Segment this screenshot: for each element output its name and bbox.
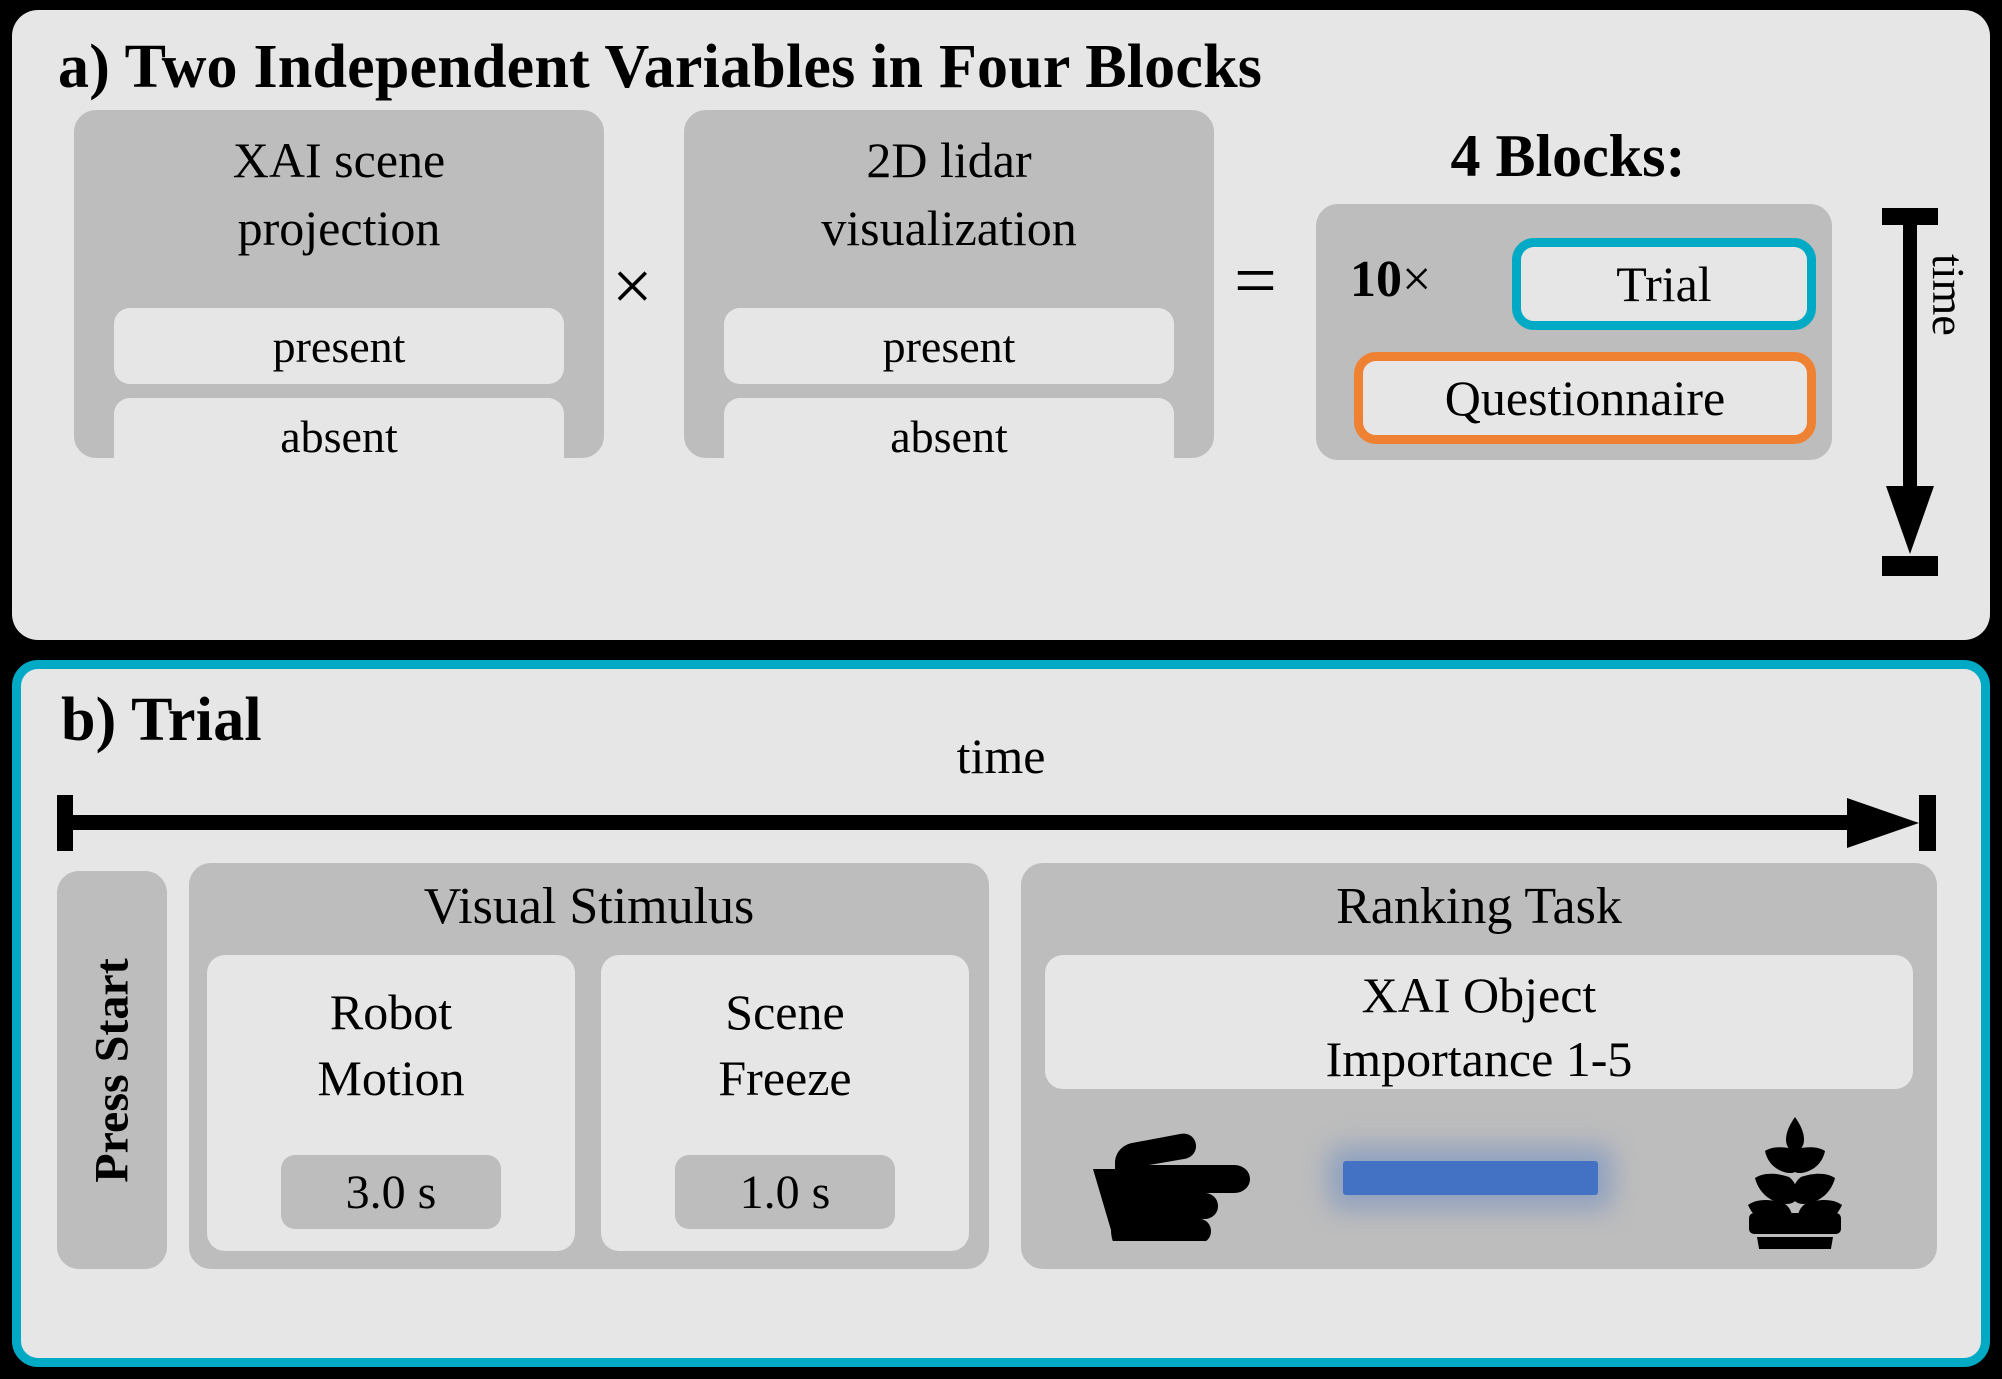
iv-column-1-level-absent: absent — [114, 398, 564, 474]
press-start-label: Press Start — [85, 957, 139, 1183]
panel-b-title: b) Trial — [61, 686, 262, 754]
ranking-task-block: Ranking Task XAI Object Importance 1-5 — [1021, 863, 1937, 1269]
rank-slider-bar[interactable] — [1343, 1161, 1598, 1195]
iv-column-2-level-present: present — [724, 308, 1174, 384]
press-start-label-wrap: Press Start — [57, 871, 167, 1269]
iv-column-1-heading: XAI scene projection — [74, 126, 604, 262]
blocks-title: 4 Blocks: — [1450, 123, 1686, 189]
iv-column-2-heading-line1: 2D lidar — [866, 132, 1032, 188]
ranking-task-line2: Importance 1-5 — [1325, 1031, 1633, 1087]
iv-column-1-heading-line2: projection — [237, 200, 441, 256]
equals-operator: = — [1234, 239, 1277, 323]
iv-column-2-heading-line2: visualization — [821, 200, 1077, 256]
visual-stimulus-block: Visual Stimulus Robot Motion 3.0 s Scene… — [189, 863, 989, 1269]
questionnaire-box[interactable]: Questionnaire — [1354, 352, 1816, 444]
multiply-operator: × — [612, 246, 653, 326]
ranking-task-instruction-text: XAI Object Importance 1-5 — [1045, 963, 1913, 1091]
block-repeat-symbol: × — [1402, 251, 1432, 308]
iv-column-1-level-present: present — [114, 308, 564, 384]
ranking-task-instruction: XAI Object Importance 1-5 — [1045, 955, 1913, 1089]
iv-column-2-level-absent: absent — [724, 398, 1174, 474]
stage-robot-motion: Robot Motion 3.0 s — [207, 955, 575, 1251]
stage-scene-freeze-title: Scene Freeze — [601, 979, 969, 1111]
stage-robot-motion-duration: 3.0 s — [281, 1155, 501, 1229]
iv-column-1-heading-line1: XAI scene — [232, 132, 446, 188]
ranking-task-widget — [1045, 1103, 1913, 1253]
trial-box[interactable]: Trial — [1512, 238, 1816, 330]
time-axis-horizontal — [57, 795, 1937, 851]
stage-scene-freeze-duration: 1.0 s — [675, 1155, 895, 1229]
hand-pointing-right-icon — [1093, 1133, 1250, 1241]
stage-robot-motion-line1: Robot — [329, 984, 453, 1040]
block-repeat-count: 10× — [1350, 250, 1431, 309]
stage-scene-freeze: Scene Freeze 1.0 s — [601, 955, 969, 1251]
stage-robot-motion-line2: Motion — [317, 1050, 465, 1106]
ranking-task-title: Ranking Task — [1336, 878, 1622, 935]
iv-column-2-heading: 2D lidar visualization — [684, 126, 1214, 262]
block-repeat-number: 10 — [1350, 251, 1402, 308]
stage-scene-freeze-line1: Scene — [725, 984, 845, 1040]
time-axis-horizontal-label: time — [956, 728, 1046, 784]
press-start-block[interactable]: Press Start — [57, 871, 167, 1269]
stage-scene-freeze-line2: Freeze — [718, 1050, 852, 1106]
iv-column-2d-lidar-visualization: 2D lidar visualization present absent — [684, 110, 1214, 474]
time-axis-horizontal-arrow-icon — [57, 795, 1936, 851]
ranking-task-line1: XAI Object — [1361, 967, 1597, 1023]
stage-robot-motion-title: Robot Motion — [207, 979, 575, 1111]
potted-plant-icon — [1748, 1117, 1842, 1249]
panel-a-design: a) Two Independent Variables in Four Blo… — [12, 10, 1990, 640]
iv-column-xai-scene-projection: XAI scene projection present absent — [74, 110, 604, 474]
panel-b-trial: b) Trial time Press Start Visual Stimulu… — [12, 660, 1990, 1367]
visual-stimulus-title: Visual Stimulus — [423, 878, 755, 935]
panel-a-title: a) Two Independent Variables in Four Blo… — [58, 33, 1263, 101]
time-axis-vertical-label: time — [1923, 254, 1974, 336]
time-axis-vertical-arrow-icon — [1882, 208, 1938, 576]
time-axis-vertical: time — [1882, 208, 1992, 580]
